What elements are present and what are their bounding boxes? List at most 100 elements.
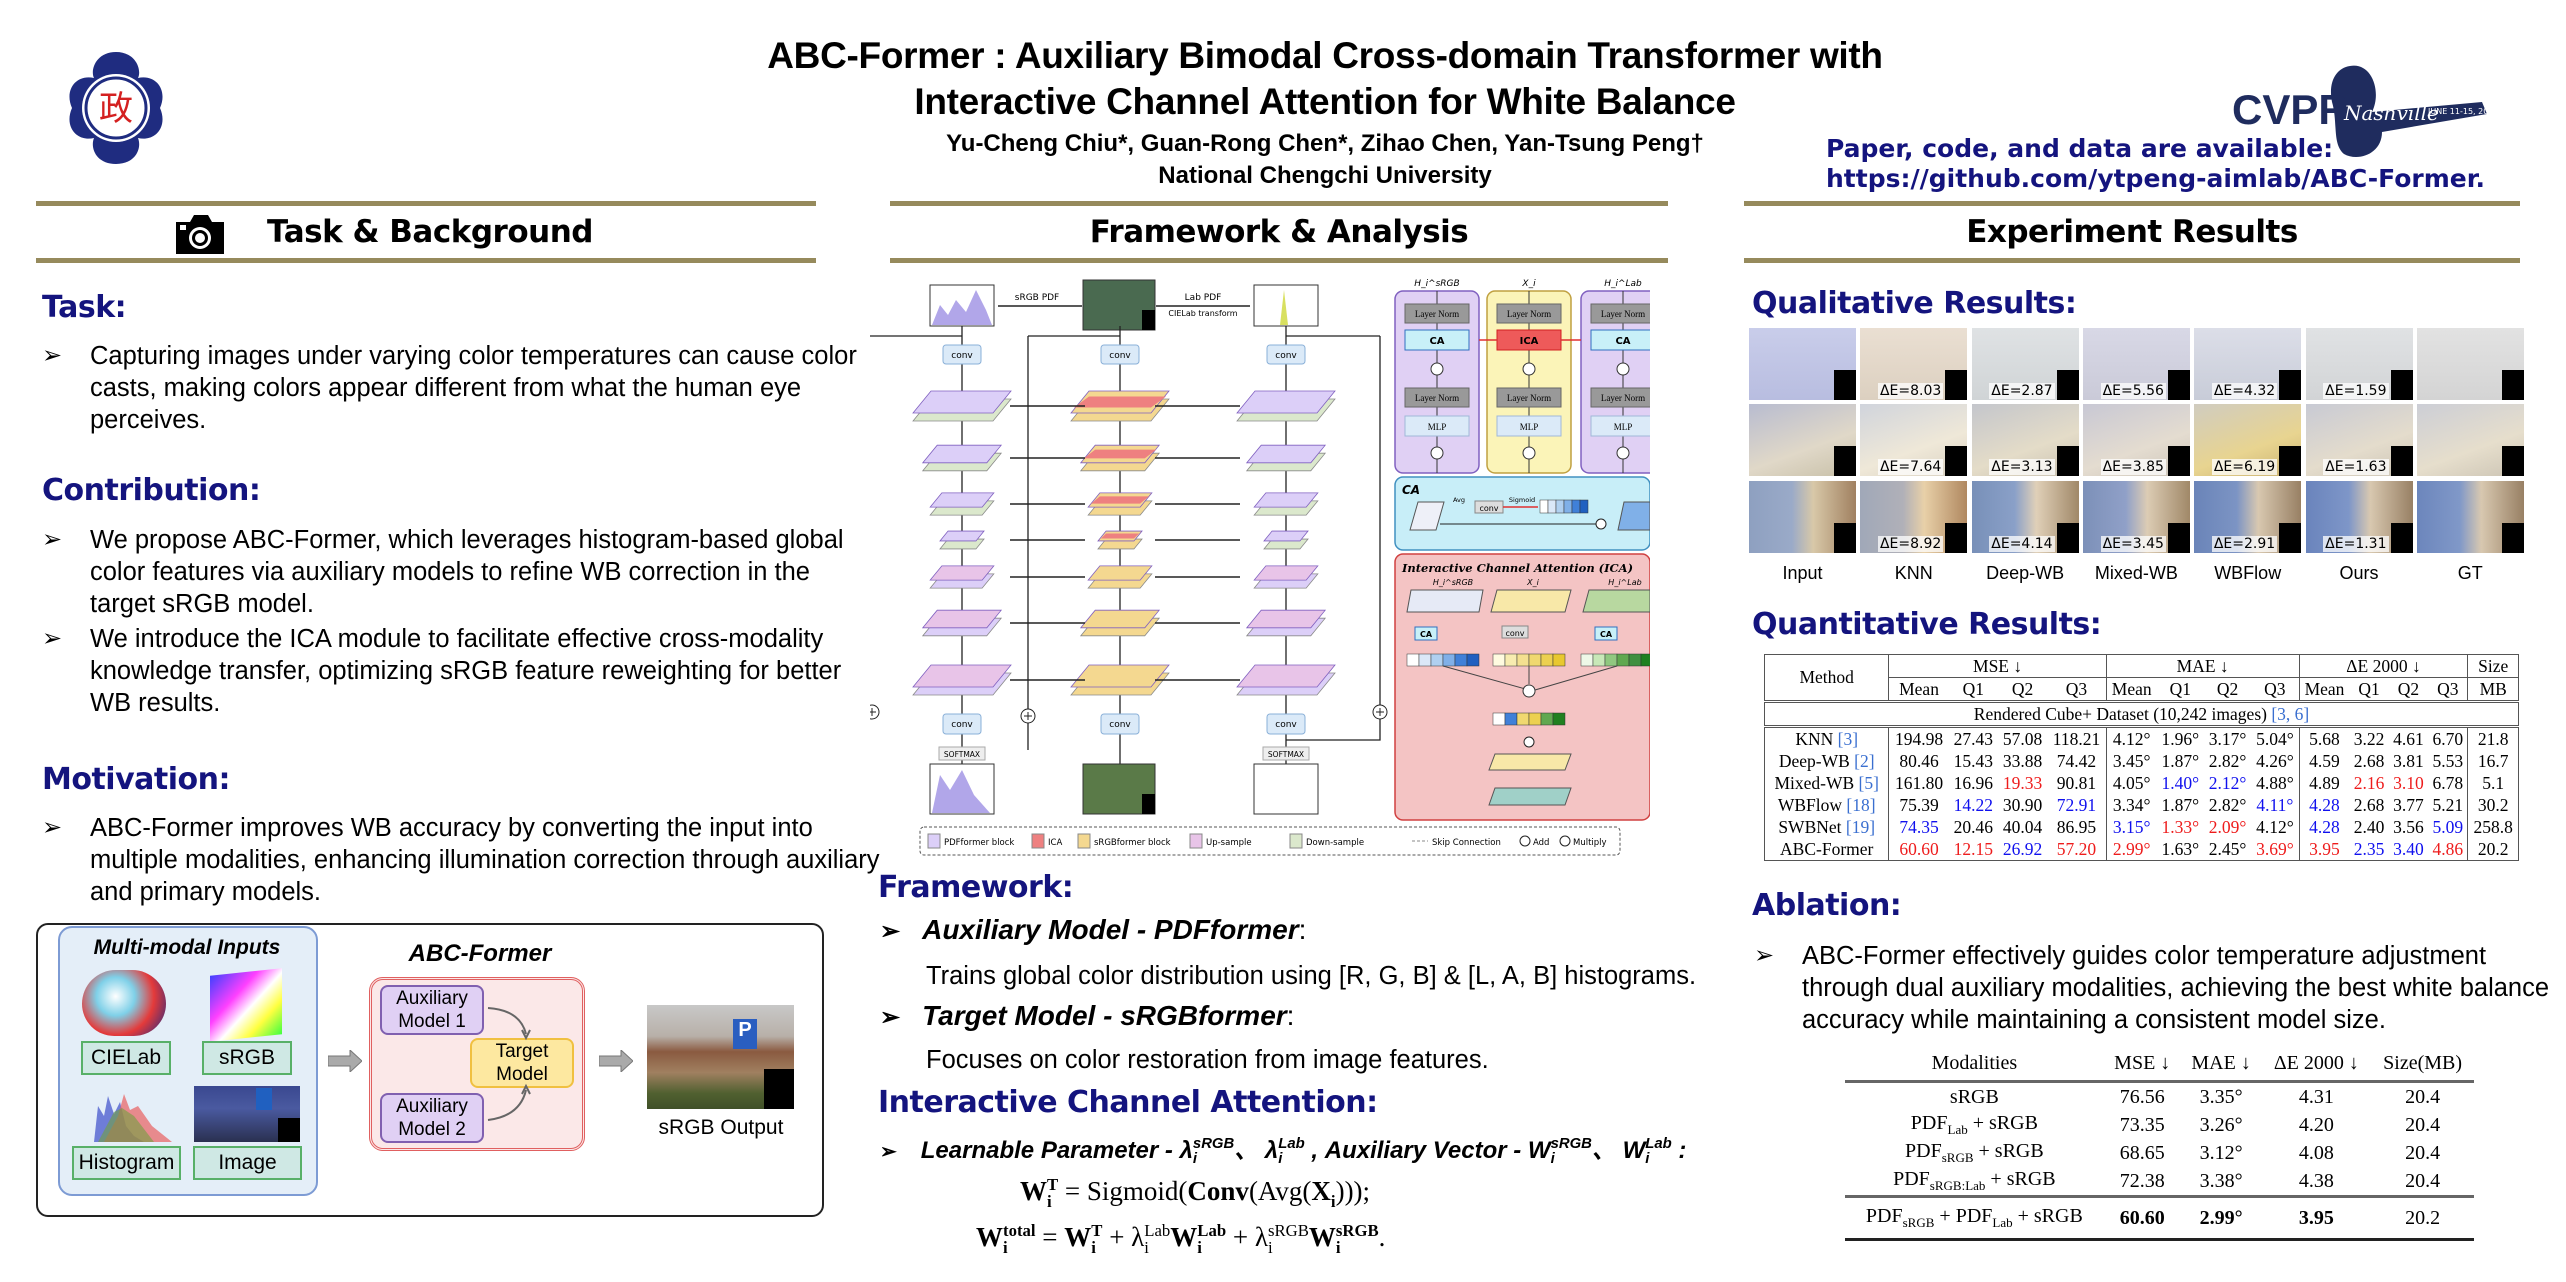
qualitative-image: ΔE=6.19 xyxy=(2194,404,2302,476)
auxiliary-model-1: Auxiliary Model 1 xyxy=(380,985,484,1035)
table-cell: 4.08 xyxy=(2298,1141,2334,1164)
legend-label: sRGBformer block xyxy=(1094,838,1171,848)
table-cell: 73.35 xyxy=(2119,1113,2165,1136)
arrow-bullet-icon: ➢ xyxy=(42,814,63,841)
weight-vector-cell xyxy=(1504,653,1518,667)
delta-e-label: ΔE=2.87 xyxy=(1989,383,2055,399)
feature-block xyxy=(921,609,1003,629)
citation-link[interactable]: [2] xyxy=(1854,750,1875,771)
conv-label: conv xyxy=(1275,720,1297,730)
mask-patch xyxy=(2056,523,2079,553)
add-icon xyxy=(1522,362,1536,376)
table-cell: 118.21 xyxy=(2047,725,2107,750)
table-cell: 2.99° xyxy=(2105,838,2157,861)
citation-link[interactable]: [3] xyxy=(1837,728,1859,749)
mask-patch xyxy=(2167,446,2190,476)
qualitative-image: ΔE=3.13 xyxy=(1971,404,2079,476)
curved-arrow-icon xyxy=(486,1000,546,1135)
metric-subheader: Q3 xyxy=(2251,677,2300,702)
citation-link[interactable]: [3, 6] xyxy=(2271,703,2310,724)
divider xyxy=(890,201,1668,206)
delta-e-label: ΔE=3.85 xyxy=(2100,459,2166,475)
weight-vector-cell xyxy=(1516,712,1530,726)
math-token: . xyxy=(1378,1222,1386,1252)
feature-block xyxy=(929,492,995,508)
feature-block xyxy=(939,538,985,550)
table-cell: 5.53 xyxy=(2432,750,2464,771)
layer-norm-label: Layer Norm xyxy=(1415,309,1459,319)
legend-label: Skip Connection xyxy=(1432,838,1501,848)
auxiliary-model-2: Auxiliary Model 2 xyxy=(380,1093,484,1143)
framework-heading: Framework: xyxy=(878,870,1074,905)
table-cell: 74.42 xyxy=(2056,750,2097,771)
mask-patch xyxy=(2279,523,2302,553)
citation-link[interactable]: [5] xyxy=(1858,772,1879,793)
table-cell: 16.96 xyxy=(1953,772,1993,793)
sigmoid-label: Sigmoid xyxy=(1509,496,1535,504)
multiply-icon xyxy=(1523,736,1535,748)
weight-vector-cell xyxy=(1492,712,1506,726)
weight-vector-cell xyxy=(1528,712,1542,726)
layer-norm-block xyxy=(1590,303,1650,324)
conv-block xyxy=(1266,344,1306,365)
layer-norm-label: Layer Norm xyxy=(1507,393,1551,403)
layer-norm-block xyxy=(1496,387,1562,408)
section-title-task-background: Task & Background xyxy=(267,214,593,250)
conv-block xyxy=(942,344,982,365)
attention-label: CA xyxy=(1429,336,1444,347)
metric-subheader: Q3 xyxy=(2428,677,2468,702)
table-cell: 2.35 xyxy=(2353,838,2385,859)
table-cell: 3.22 xyxy=(2349,725,2389,750)
metric-subheader: Mean xyxy=(2105,677,2157,702)
table-cell: 4.59 xyxy=(2298,750,2350,772)
table-cell: 5.21 xyxy=(2432,794,2464,815)
legend-box xyxy=(919,826,1621,856)
softmax-block xyxy=(938,746,986,761)
table-cell: 4.12° xyxy=(2105,725,2157,750)
table-cell: 2.99° xyxy=(2180,1195,2262,1241)
table-cell: 1.87° xyxy=(2161,794,2200,815)
add-icon xyxy=(1376,708,1384,716)
mask-patch xyxy=(2501,370,2524,400)
conv-label: conv xyxy=(951,351,973,361)
target-model-description: Focuses on color restoration from image … xyxy=(926,1046,1489,1074)
qualitative-heading: Qualitative Results: xyxy=(1752,286,2077,321)
qualitative-image: ΔE=3.45 xyxy=(2082,481,2190,553)
citation-link[interactable]: [18] xyxy=(1846,794,1876,815)
weight-vector-cell xyxy=(1504,712,1518,726)
block-input-label: X_i xyxy=(1521,279,1536,289)
metric-subheader: Q1 xyxy=(2156,677,2204,702)
legend-label: PDFformer block xyxy=(944,838,1014,848)
math-token: X i xyxy=(1311,1176,1336,1211)
mlp-block xyxy=(1590,415,1650,437)
math-token: (Avg( xyxy=(1248,1176,1312,1206)
citation-link[interactable]: [19] xyxy=(1845,816,1876,837)
delta-e-label: ΔE=1.31 xyxy=(2323,536,2389,552)
conv-block xyxy=(1501,625,1529,639)
mask-patch xyxy=(2056,370,2079,400)
table-cell: 80.46 xyxy=(1888,750,1949,772)
mask-patch xyxy=(1142,794,1155,814)
math-token: = Sigmoid( xyxy=(1058,1176,1188,1206)
metric-subheader: Q2 xyxy=(1997,677,2048,702)
github-link[interactable]: https://github.com/ytpeng-aimlab/ABC-For… xyxy=(1826,164,2485,193)
qualitative-image: ΔE=2.87 xyxy=(1971,328,2079,400)
legend-label: Up-sample xyxy=(1206,838,1252,848)
add-icon xyxy=(1522,446,1536,460)
quantitative-heading: Quantitative Results: xyxy=(1752,607,2102,642)
table-cell: 1.63° xyxy=(2161,838,2200,859)
mask-patch xyxy=(2056,446,2079,476)
metric-subheader: Mean xyxy=(2298,677,2350,702)
math-token: Conv xyxy=(1187,1176,1249,1206)
legend-swatch xyxy=(1289,833,1303,849)
attention-block xyxy=(1404,329,1470,351)
